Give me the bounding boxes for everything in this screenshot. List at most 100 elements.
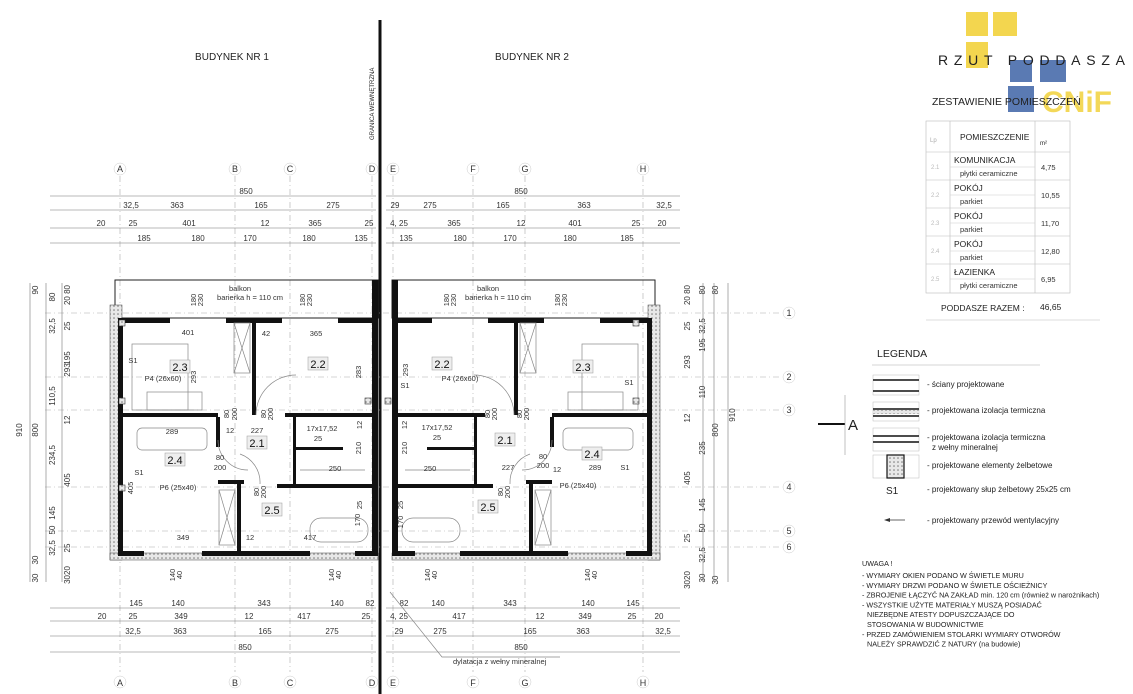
room-name: POKÓJ <box>954 239 983 249</box>
plan-annotation: 140 <box>168 569 177 582</box>
plan-annotation: 80 <box>483 410 492 418</box>
rooms-table: ZESTAWIENIE POMIESZCZEŃ Lp POMIESZCZENIE… <box>925 95 1100 321</box>
dimension-label: 850 <box>239 187 253 196</box>
legend-item: z wełny mineralnej <box>932 443 998 452</box>
axis-label-bottom: D <box>369 678 376 688</box>
dimension-label-right: 30 <box>711 575 720 584</box>
axis-label-bottom: F <box>470 678 476 688</box>
room-number: 2.4 <box>584 449 599 461</box>
dimension-label: 20 <box>655 612 664 621</box>
plan-annotation: 140 <box>423 569 432 582</box>
plan-annotation: 401 <box>182 328 195 337</box>
plan-annotation: 180 <box>553 294 562 307</box>
room-name: ŁAZIENKA <box>954 267 995 277</box>
dimension-label-left: 25 <box>63 543 72 552</box>
legend-arrow-icon <box>884 518 905 522</box>
legend-item: - projektowany słup żelbetowy 25x25 cm <box>927 485 1071 494</box>
dimension-label: 401 <box>182 219 196 228</box>
dimension-label: 32,5 <box>656 201 672 210</box>
dimension-label-left: 80 <box>48 292 57 301</box>
plan-annotation: S1 <box>134 468 143 477</box>
table-total-label: PODDASZE RAZEM : <box>941 303 1025 313</box>
axis-label-top: B <box>232 164 238 174</box>
plan-annotation: 289 <box>589 463 602 472</box>
dimension-label: 850 <box>514 187 528 196</box>
axis-label-row: 1 <box>786 308 791 318</box>
legend-item: - ściany projektowane <box>927 380 1005 389</box>
room-number: 2.5 <box>264 505 279 517</box>
dimension-label: 170 <box>243 234 257 243</box>
plan-annotation: P6 (25x40) <box>160 483 197 492</box>
legend-item: - projektowane elementy żelbetowe <box>927 461 1053 470</box>
dimension-label: 165 <box>496 201 510 210</box>
axis-label-bottom: E <box>390 678 396 688</box>
plan-annotation: 210 <box>354 442 363 455</box>
dimension-label-left: 234,5 <box>48 444 57 465</box>
legend-symbol-walls <box>872 374 920 396</box>
table-total-value: 46,65 <box>1040 302 1062 312</box>
dimension-label: 25 <box>362 612 371 621</box>
table-header-name: POMIESZCZENIE <box>960 132 1030 142</box>
dimension-label: 140 <box>431 599 445 608</box>
dimension-label-left: 25 <box>63 321 72 330</box>
plan-annotation: 12 <box>553 465 561 474</box>
dimension-label: 25 <box>628 612 637 621</box>
dimension-label: 25 <box>129 219 138 228</box>
dimension-label: 140 <box>171 599 185 608</box>
dimension-label-left: 50 <box>48 525 57 534</box>
axis-label-bottom: A <box>117 678 123 688</box>
building-1-walls <box>109 279 379 561</box>
plan-annotation: 365 <box>310 329 323 338</box>
notes-title: UWAGA ! <box>862 559 892 568</box>
note-line: - WSZYSTKIE UŻYTE MATERIAŁY MUSZĄ POSIAD… <box>862 600 1042 609</box>
room-number: 2.3 <box>172 362 187 374</box>
dimension-label-left: 910 <box>15 423 24 437</box>
room-number: 2.3 <box>575 362 590 374</box>
dimension-label-left: 12 <box>63 415 72 424</box>
dilatation-note: dylatacja z wełny mineralnej <box>453 657 547 666</box>
note-line: NALEŻY SPRAWDZIĆ Z NATURY (na budowie) <box>867 640 1020 649</box>
dimension-label-right: 30 <box>698 573 707 582</box>
plan-annotation: balkon <box>477 284 499 293</box>
plan-annotation: 230 <box>196 294 205 307</box>
plan-annotation: 80 <box>252 488 261 496</box>
room-area: 10,55 <box>1041 191 1060 200</box>
plan-annotation: S1 <box>400 381 409 390</box>
plan-annotation: 25 <box>314 434 322 443</box>
room-number: 2.2 <box>310 359 325 371</box>
room-finish: płytki ceramiczne <box>960 169 1018 178</box>
dimension-label-left: 405 <box>63 473 72 487</box>
dimension-label: 180 <box>453 234 467 243</box>
dimension-label: 20 <box>98 612 107 621</box>
dimension-label: 82 <box>400 599 409 608</box>
dimension-label: 135 <box>399 234 413 243</box>
plan-annotation: balkon <box>229 284 251 293</box>
building-2-title: BUDYNEK NR 2 <box>495 52 569 63</box>
dimension-label: 343 <box>257 599 271 608</box>
dimension-label: 185 <box>620 234 634 243</box>
axis-label-bottom: G <box>521 678 528 688</box>
dimension-label-left: 32,5 <box>48 318 57 334</box>
axis-label-top: G <box>521 164 528 174</box>
dimension-label: 82 <box>366 599 375 608</box>
legend-symbol-reinforced-concrete <box>872 454 920 479</box>
dilatation-leader <box>389 591 560 658</box>
axis-label-bottom: C <box>287 678 294 688</box>
axis-label-top: A <box>117 164 123 174</box>
plan-annotation: P4 (26x60) <box>442 374 479 383</box>
axis-label-bottom: H <box>640 678 647 688</box>
dimension-label: 850 <box>514 643 528 652</box>
dimension-label: 32,5 <box>123 201 139 210</box>
dimension-label: 363 <box>576 627 590 636</box>
plan-annotation: 200 <box>537 461 550 470</box>
plan-annotation: 17x17,52 <box>422 423 453 432</box>
room-area: 6,95 <box>1041 275 1056 284</box>
room-finish: parkiet <box>960 253 983 262</box>
dimension-label: 25 <box>129 612 138 621</box>
dimension-label-right: 25 <box>683 321 692 330</box>
axis-label-row: 6 <box>786 542 791 552</box>
plan-annotation: 293 <box>401 364 410 377</box>
note-line: - WYMIARY DRZWI PODANO W ŚWIETLE OŚCIEŻN… <box>862 581 1048 590</box>
